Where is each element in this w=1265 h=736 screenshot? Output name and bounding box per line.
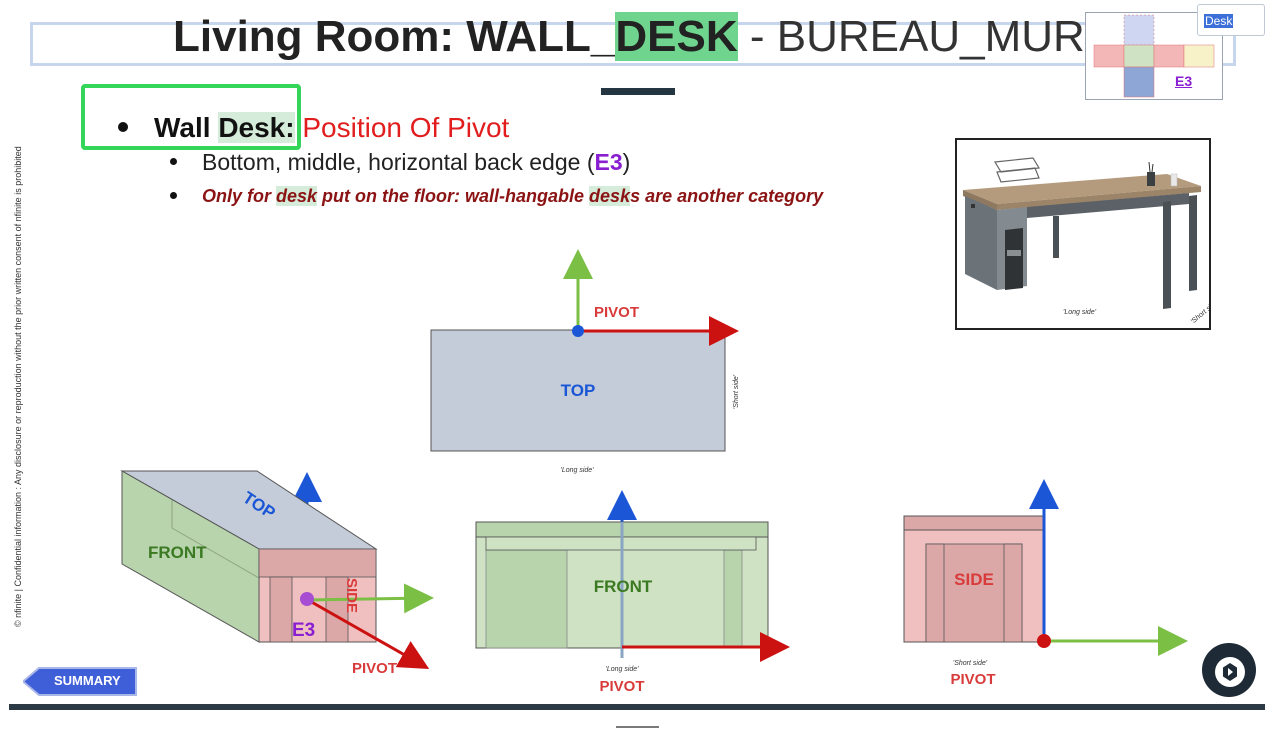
top-view-pivot-label: PIVOT (594, 304, 639, 321)
bullet-main: Wall Desk: Position Of Pivot (118, 110, 509, 146)
bullet-sub-2-part2: put on the floor: wall-hangable (317, 186, 590, 206)
top-view-long-side-label: 'Long side' (560, 467, 594, 474)
iso-red-axis (307, 598, 430, 669)
bullet-position-of-pivot: Position Of Pivot (294, 112, 510, 143)
bullet-sub-1-e3: E3 (594, 149, 623, 175)
search-input[interactable]: Desk (1197, 4, 1265, 36)
bullet-desk: Desk: (218, 112, 295, 143)
top-view-short-side-label: 'Short side' (733, 374, 740, 409)
bullet-sub-1-close: ) (622, 149, 631, 175)
summary-label: SUMMARY (54, 673, 121, 688)
summary-arrow-shape (21, 667, 137, 696)
bullet-wall: Wall (154, 112, 219, 143)
iso-view: TOP FRONT SIDE E3 PIVOT (120, 470, 434, 677)
top-view-face (430, 329, 726, 452)
front-view: FRONT 'Long side' PIVOT (475, 490, 790, 695)
title-prefix: Living Room: WALL_ (173, 12, 616, 61)
footer-bar (9, 704, 1265, 710)
iso-pivot-label: PIVOT (352, 660, 397, 677)
bullet-dot (118, 121, 128, 132)
highlight-box (81, 84, 301, 150)
bullet-sub-2-highlight2: desk (589, 186, 631, 206)
top-view-top-label: TOP (561, 381, 596, 400)
desk-illustration: 'Long side' 'Short side' (963, 157, 1221, 326)
iso-green-axis (305, 583, 434, 614)
iso-front-label: FRONT (148, 543, 207, 562)
iso-pivot-point (300, 592, 314, 606)
bullet-sub-1-text: Bottom, middle, horizontal back edge ( (202, 149, 595, 175)
front-view-front-label: FRONT (594, 577, 653, 596)
top-view: PIVOT TOP 'Long side' 'Short side' (430, 249, 740, 474)
bullet-dot (170, 191, 177, 199)
front-view-pivot-label: PIVOT (599, 678, 644, 695)
footer-tick (616, 726, 659, 728)
bullet-sub-2-part1: Only for (202, 186, 277, 206)
title-underline (601, 88, 675, 95)
iso-e3-label: E3 (292, 620, 315, 641)
assistant-icon (1215, 657, 1245, 687)
bullet-sub-2: Only for desk put on the floor: wall-han… (170, 183, 823, 209)
title-suffix: - BUREAU_MURAL (737, 12, 1139, 61)
title-highlight: DESK (615, 12, 738, 61)
page-title: Living Room: WALL_DESK - BUREAU_MURAL (173, 8, 1139, 64)
iso-side-label: SIDE (343, 578, 360, 613)
side-view-pivot-label: PIVOT (950, 671, 995, 688)
thumbnail-diagram (1093, 14, 1215, 98)
side-view-pivot-point (1037, 634, 1051, 648)
assistant-button[interactable] (1202, 643, 1256, 697)
bullet-dot (170, 158, 177, 166)
summary-button[interactable]: SUMMARY (21, 667, 137, 696)
desk-photo: 'Long side' 'Short side' (955, 138, 1221, 330)
side-view-side-label: SIDE (954, 570, 994, 589)
bullet-sub-2-part3: s are another category (630, 186, 824, 206)
bullet-sub-2-highlight1: desk (276, 186, 318, 206)
photo-long-side-label: 'Long side' (1063, 309, 1097, 316)
front-view-long-side-label: 'Long side' (605, 666, 639, 673)
thumbnail-e3-link[interactable]: E3 (1175, 73, 1193, 89)
bullet-sub-1: Bottom, middle, horizontal back edge (E3… (170, 147, 630, 177)
top-view-pivot-point (572, 325, 584, 337)
search-value: Desk (1204, 14, 1234, 28)
side-view: SIDE 'Short side' PIVOT (903, 479, 1188, 688)
side-view-short-side-label: 'Short side' (953, 660, 988, 667)
